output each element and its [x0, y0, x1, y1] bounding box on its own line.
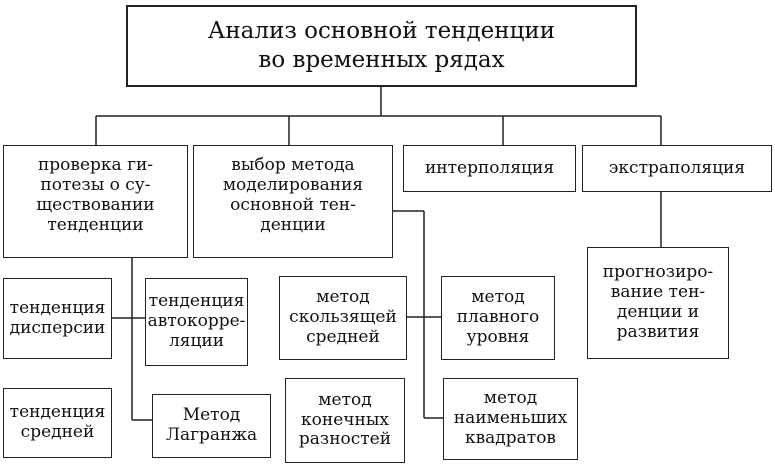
dispersion-box: тенденция дисперсии	[3, 278, 112, 359]
least-squares-box: метод наименьших квадратов	[443, 378, 578, 460]
mean-text: тенденция средней	[9, 402, 106, 442]
lagrange-text: Метод Лагранжа	[165, 405, 258, 445]
finite-differences-text: метод конечных разностей	[298, 389, 392, 450]
mean-box: тенденция средней	[3, 388, 112, 458]
least-squares-text: метод наименьших квадратов	[453, 388, 568, 448]
smooth-level-text: метод плавного уровня	[456, 287, 540, 347]
interpolation-box: интерполяция	[403, 145, 576, 192]
method-choice-box: выбор метода моделирования основной тен-…	[193, 145, 393, 258]
hypothesis-box: проверка ги- потезы о су- ществовании те…	[3, 145, 188, 258]
hypothesis-text: проверка ги- потезы о су- ществовании те…	[36, 155, 155, 235]
extrapolation-box: экстраполяция	[582, 145, 772, 192]
forecast-text: прогнозиро- вание тен- денции и развития	[602, 262, 714, 342]
lagrange-box: Метод Лагранжа	[152, 394, 271, 458]
title-box: Анализ основной тенденции во временных р…	[126, 5, 637, 87]
extrapolation-text: экстраполяция	[608, 157, 746, 178]
smooth-level-box: метод плавного уровня	[441, 276, 555, 360]
autocorrelation-box: тенденция автокорре- ляции	[145, 278, 248, 366]
forecast-box: прогнозиро- вание тен- денции и развития	[587, 247, 729, 359]
dispersion-text: тенденция дисперсии	[9, 297, 106, 338]
moving-average-box: метод скользящей средней	[279, 276, 407, 360]
moving-average-text: метод скользящей средней	[289, 287, 397, 347]
finite-differences-box: метод конечных разностей	[285, 378, 405, 463]
title-text: Анализ основной тенденции во временных р…	[207, 18, 556, 73]
autocorrelation-text: тенденция автокорре- ляции	[147, 291, 246, 351]
interpolation-text: интерполяция	[424, 157, 555, 178]
method-choice-text: выбор метода моделирования основной тен-…	[222, 155, 364, 235]
